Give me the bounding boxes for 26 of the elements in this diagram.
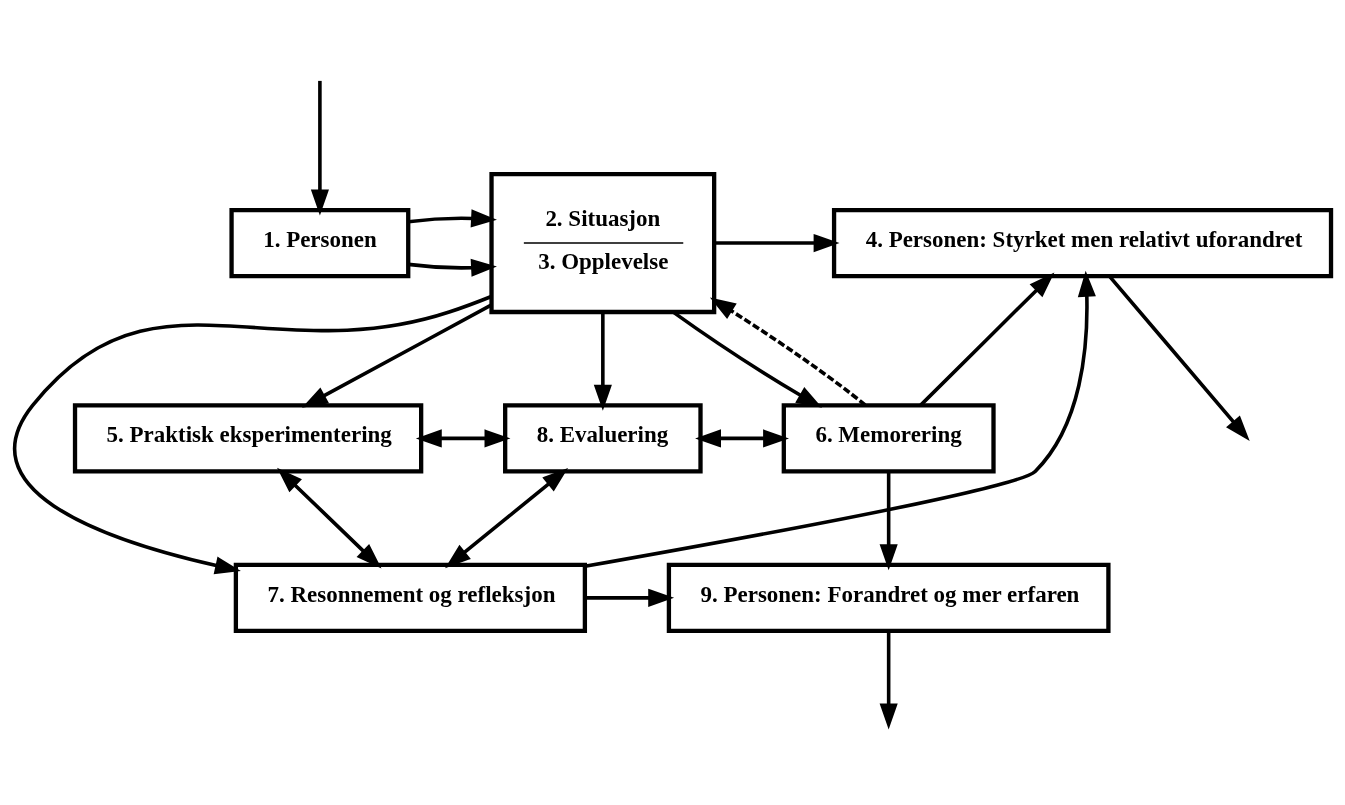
node-box: 4. Personen: Styrket men relativt uforandret [831, 207, 1334, 279]
node-box: 1. Personen [229, 207, 411, 279]
node-box: 2. Situasjon 3. Opplevelse [489, 172, 717, 315]
node-box: 7. Resonnement og refleksjon [233, 562, 588, 633]
arrow [445, 468, 569, 569]
arrow [408, 209, 497, 228]
arrow [879, 631, 898, 730]
arrow [879, 471, 898, 571]
arrow [301, 303, 492, 408]
arrow [13, 294, 492, 575]
arrow [585, 588, 675, 607]
arrow [415, 429, 511, 448]
arrow [408, 258, 497, 277]
arrow [1108, 275, 1250, 442]
node-box: 9. Personen: Forandret og mer erfaren [666, 562, 1111, 633]
arrow [277, 467, 382, 569]
arrow [584, 270, 1096, 569]
arrow [310, 80, 329, 216]
arrow [709, 297, 867, 407]
arrow [714, 234, 840, 253]
node-box: 6. Memorering [781, 403, 996, 474]
arrow [695, 429, 789, 448]
arrow [919, 272, 1055, 407]
node-box: 5. Praktisk eksperimentering [72, 403, 424, 474]
node-box: 8. Evaluering [503, 403, 703, 474]
arrow [593, 312, 612, 411]
